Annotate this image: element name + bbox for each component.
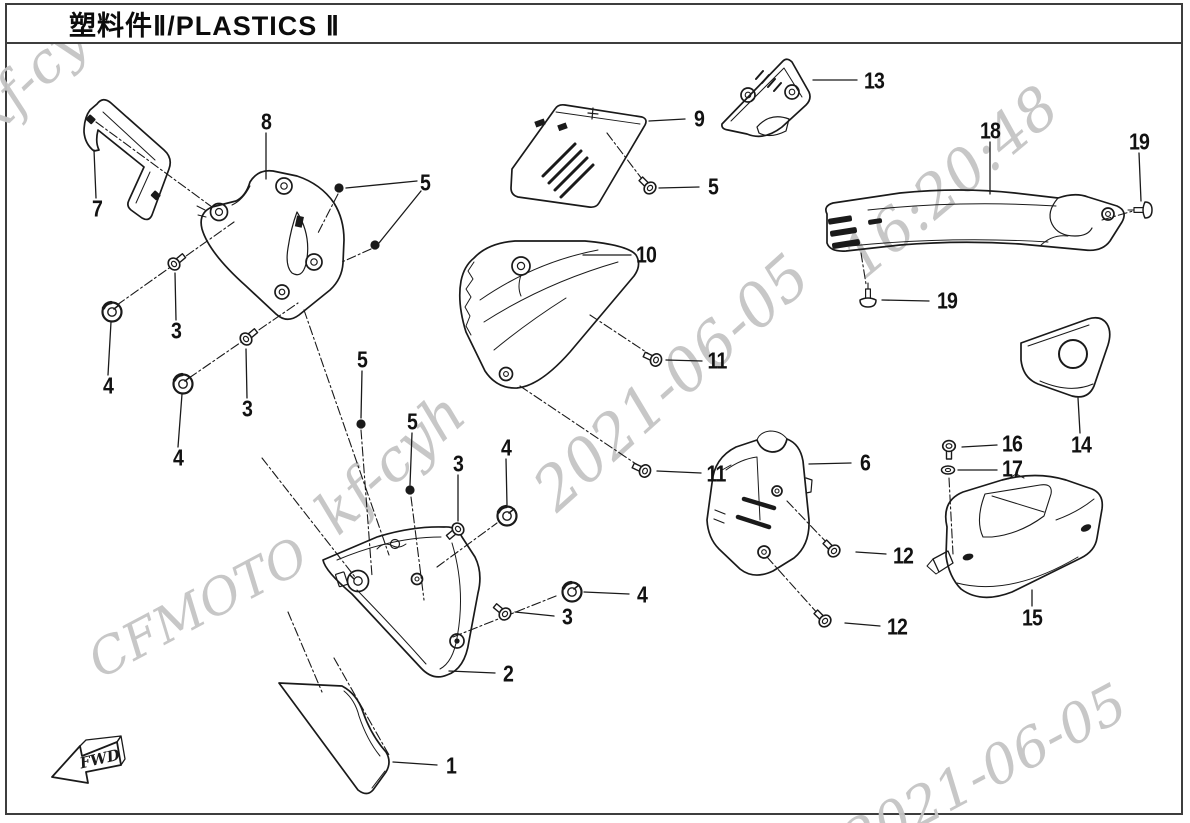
callout-14: 14: [1070, 431, 1092, 458]
callout-10: 10: [635, 241, 657, 268]
part-8-bracket: [196, 169, 345, 321]
callout-4a: 4: [102, 372, 114, 399]
callout-3d: 3: [561, 603, 573, 630]
callout-2: 2: [502, 660, 514, 687]
fwd-arrow: FWD: [51, 735, 126, 784]
callout-12a: 12: [892, 542, 914, 569]
callout-13: 13: [863, 67, 885, 94]
callout-5b: 5: [707, 173, 719, 200]
fastener-clip-dots: [334, 183, 415, 495]
callout-15: 15: [1021, 604, 1043, 631]
callout-4b: 4: [172, 444, 184, 471]
callout-16: 16: [1001, 430, 1023, 457]
part-2-center-panel: [322, 526, 481, 678]
part-14-triangle-plate: [1020, 316, 1111, 398]
title-bar: 塑料件Ⅱ/PLASTICS Ⅱ: [5, 3, 1183, 44]
page-title: 塑料件Ⅱ/PLASTICS Ⅱ: [69, 11, 341, 41]
part-13-triangle-cover: [721, 58, 811, 138]
part-6-side-cover: [706, 430, 813, 576]
callout-12b: 12: [886, 613, 908, 640]
callout-3b: 3: [241, 395, 253, 422]
callout-11b: 11: [706, 460, 727, 487]
part-1-front-panel: [278, 682, 390, 795]
callout-8: 8: [260, 108, 272, 135]
callout-9: 9: [693, 105, 705, 132]
callout-5a: 5: [419, 169, 431, 196]
callout-1: 1: [445, 752, 457, 779]
part-10-inner-panel: [458, 240, 640, 389]
callout-3a: 3: [170, 317, 182, 344]
part-15-lower-cover: [926, 473, 1104, 599]
part-18-lower-panel: [825, 189, 1125, 252]
part-9-vent-panel: [510, 103, 647, 209]
callout-5d: 5: [406, 408, 418, 435]
callout-7: 7: [91, 195, 103, 222]
callout-18: 18: [979, 117, 1001, 144]
part-7-trim-bracket: [83, 98, 172, 221]
leader-lines: [93, 79, 1142, 766]
callout-5c: 5: [356, 346, 368, 373]
assembly-axes: [95, 121, 1134, 756]
callout-19a: 19: [1128, 128, 1150, 155]
callout-6: 6: [859, 449, 871, 476]
callout-19b: 19: [936, 287, 958, 314]
callout-4d: 4: [636, 581, 648, 608]
callout-4c: 4: [500, 434, 512, 461]
callout-17: 17: [1001, 455, 1023, 482]
callout-3c: 3: [452, 450, 464, 477]
callout-11a: 11: [707, 347, 728, 374]
